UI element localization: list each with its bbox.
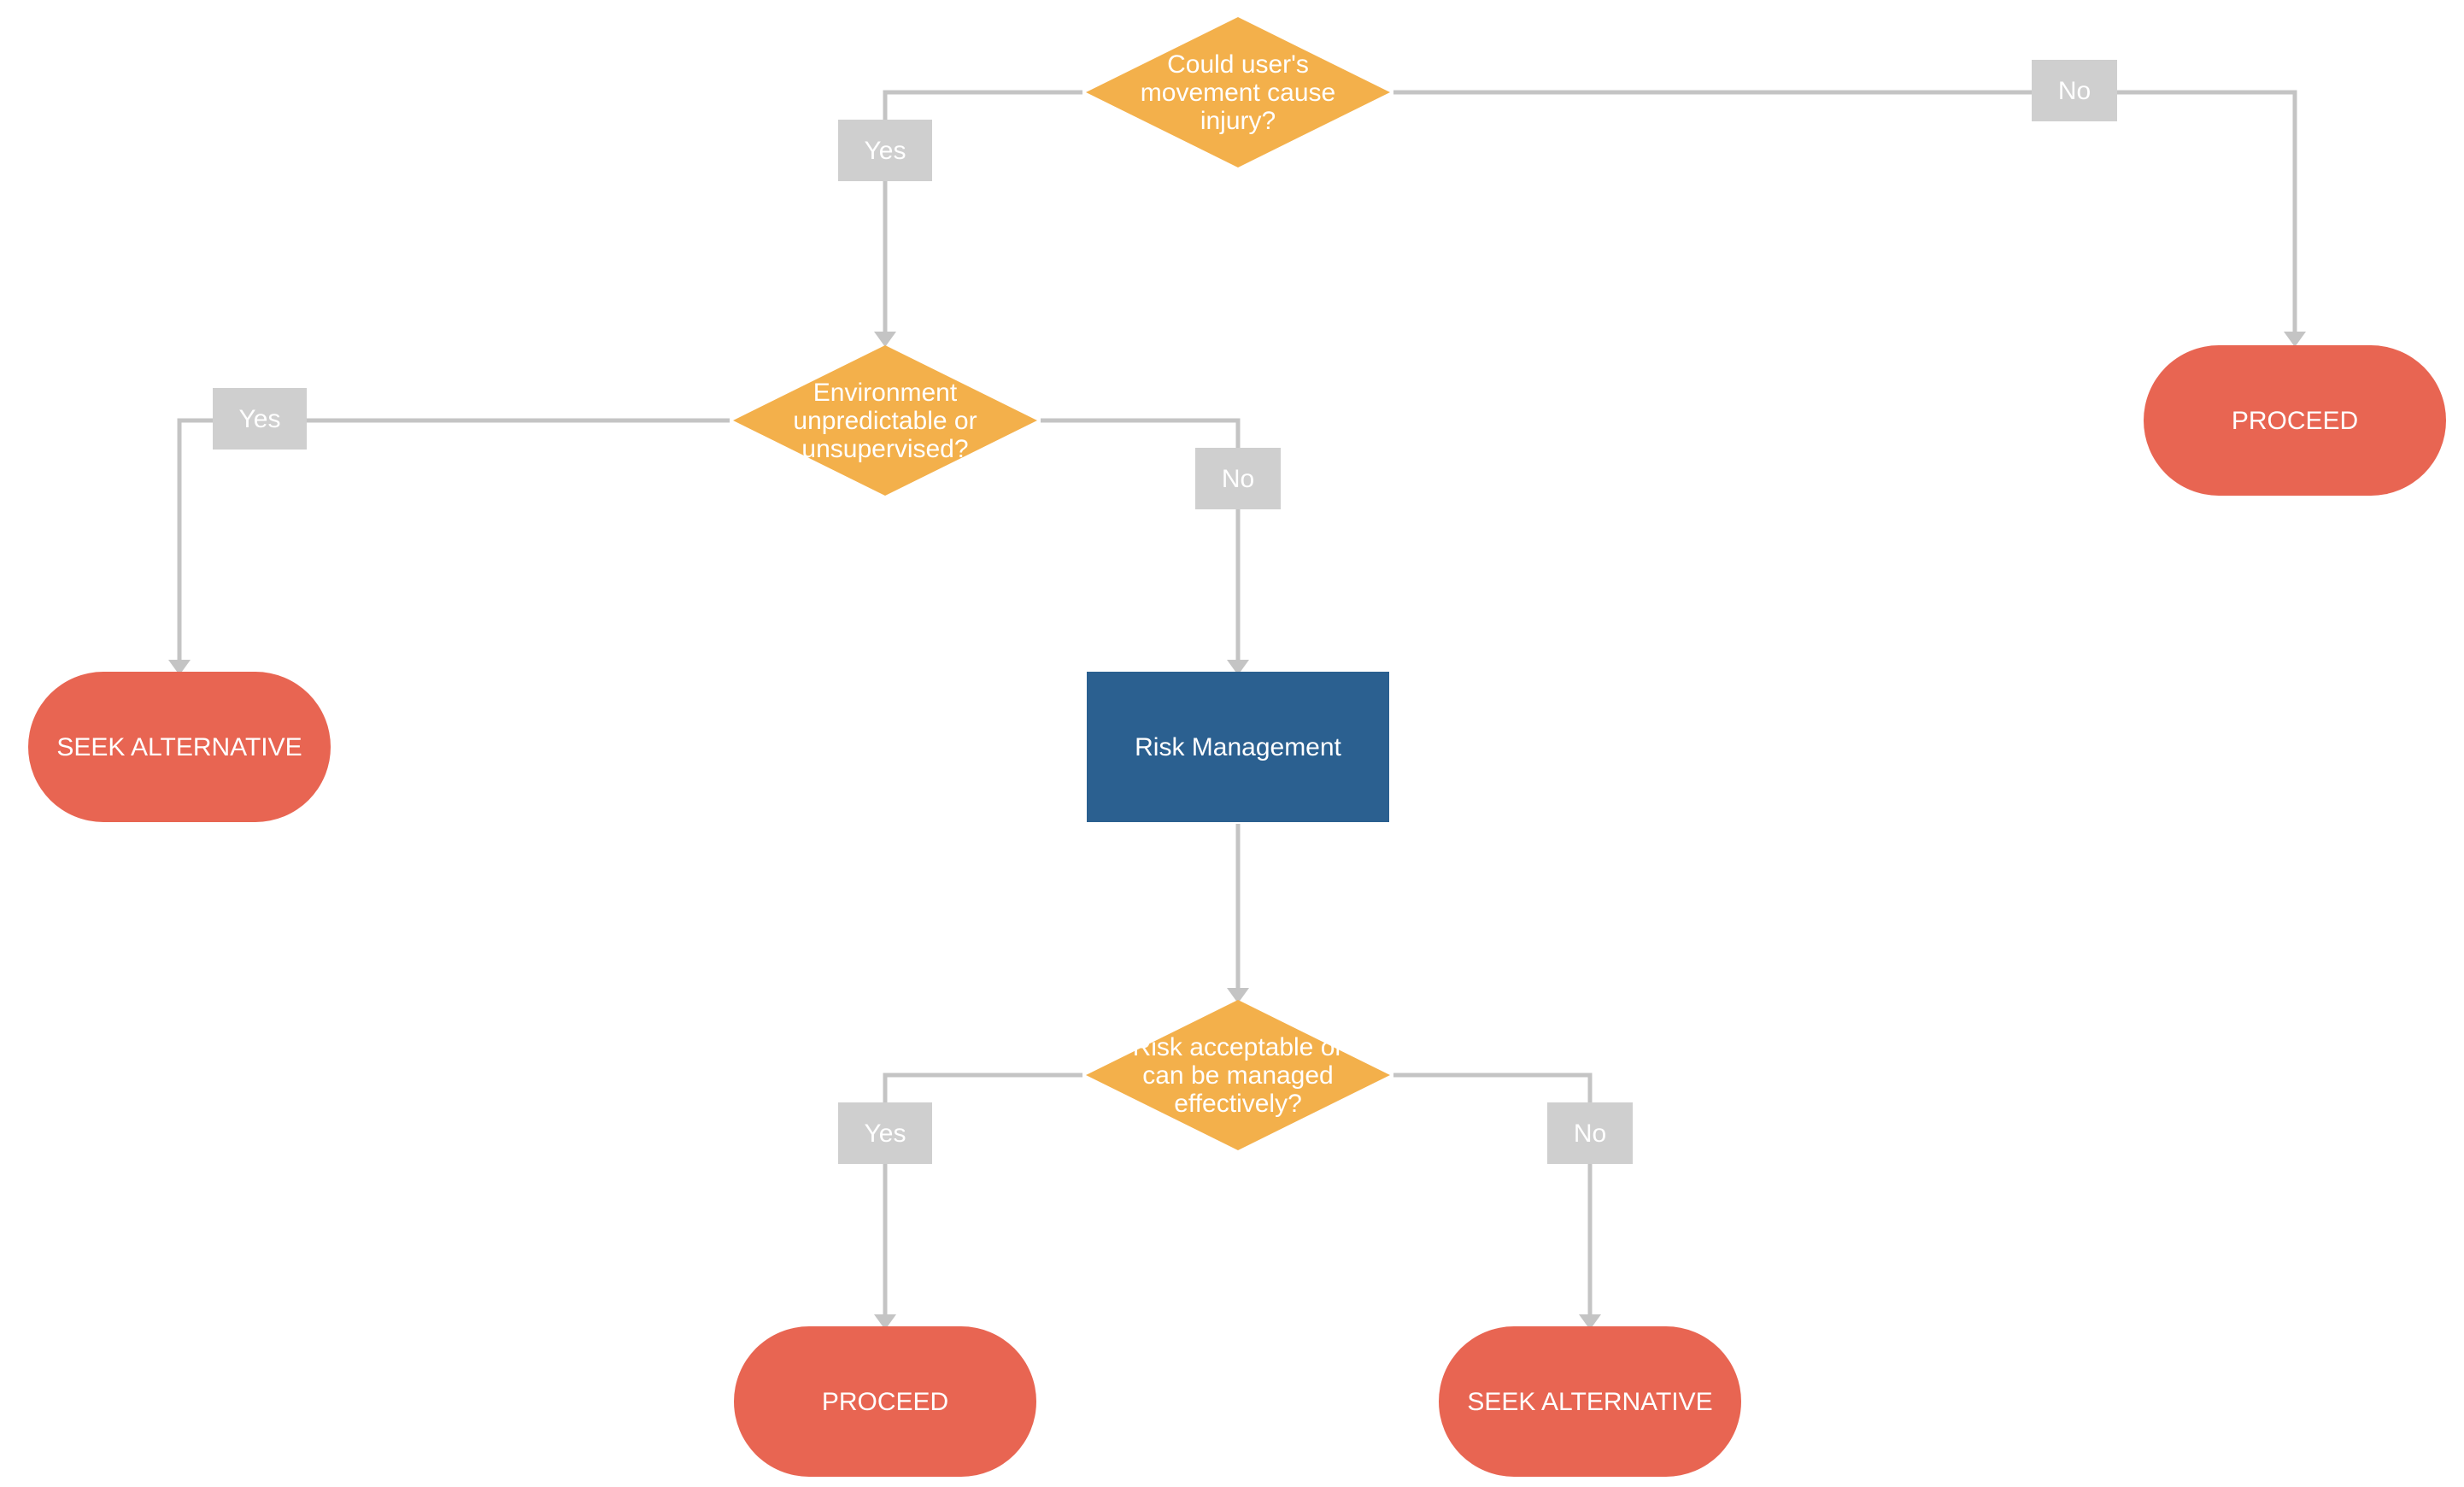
arrowhead xyxy=(874,332,896,347)
edge-label-text: Yes xyxy=(239,405,281,433)
connectors xyxy=(168,90,2306,1330)
connector-q_injury-to-proceed_top xyxy=(1393,90,2297,342)
edge-label-text: No xyxy=(1222,465,1254,493)
edge-label-background xyxy=(838,120,932,181)
node-risk-management: Risk Management xyxy=(1087,672,1389,822)
decision-text-line: unpredictable or xyxy=(793,407,977,435)
decision-text-line: unsupervised? xyxy=(801,435,968,463)
terminal-label: PROCEED xyxy=(2232,407,2358,435)
edge-label-background xyxy=(838,1102,932,1164)
edge-label-background xyxy=(2032,60,2117,121)
node-seek-alt-bottom: SEEK ALTERNATIVE xyxy=(1439,1326,1741,1477)
decision-text-line: Environment xyxy=(813,379,958,407)
arrowhead xyxy=(1227,660,1249,675)
node-proceed-bottom: PROCEED xyxy=(734,1326,1036,1477)
arrowhead xyxy=(168,660,191,675)
edge-label: No xyxy=(1547,1102,1633,1164)
decision-text-line: injury? xyxy=(1200,107,1276,135)
edge-label-text: Yes xyxy=(865,137,906,165)
edge-label: Yes xyxy=(213,388,307,450)
node-proceed-top: PROCEED xyxy=(2144,345,2446,496)
decision-text-line: Risk acceptable or xyxy=(1133,1033,1344,1061)
terminal-label: PROCEED xyxy=(822,1388,948,1416)
edge-label-text: Yes xyxy=(865,1120,906,1148)
connector-q_injury-to-q_environment xyxy=(883,90,1082,342)
edge-label-background xyxy=(1195,448,1281,509)
arrowhead xyxy=(1579,1314,1601,1330)
edge-label: No xyxy=(2032,60,2117,121)
terminal-label: SEEK ALTERNATIVE xyxy=(1467,1388,1712,1416)
connector-q_risk-to-seek_alt_bottom xyxy=(1393,1073,1593,1325)
process-box xyxy=(1087,672,1389,822)
decision-diamond xyxy=(1086,1000,1390,1150)
node-seek-alt-left: SEEK ALTERNATIVE xyxy=(28,672,331,822)
edge-label-text: No xyxy=(1574,1120,1606,1148)
terminal-shape xyxy=(2144,345,2446,496)
decision-text-line: can be managed xyxy=(1142,1061,1334,1090)
terminal-label: SEEK ALTERNATIVE xyxy=(56,733,302,761)
edge-label-background xyxy=(213,388,307,450)
decision-text-line: Could user's xyxy=(1167,50,1309,79)
arrowhead xyxy=(874,1314,896,1330)
terminal-shape xyxy=(734,1326,1036,1477)
decision-text-line: movement cause xyxy=(1141,79,1335,107)
edge-label: No xyxy=(1195,448,1281,509)
decision-text-line: effectively? xyxy=(1174,1090,1302,1118)
edge-label: Yes xyxy=(838,120,932,181)
terminal-shape xyxy=(28,672,331,822)
connector-q_environment-to-risk_management xyxy=(1041,418,1241,670)
edge-label-background xyxy=(1547,1102,1633,1164)
edge-label-text: No xyxy=(2058,77,2091,105)
decision-diamond xyxy=(733,345,1037,496)
connector-q_risk-to-proceed_bottom xyxy=(883,1073,1082,1325)
connector-q_environment-to-seek_alt_left xyxy=(177,418,730,670)
terminal-shape xyxy=(1439,1326,1741,1477)
arrowhead xyxy=(2284,332,2306,347)
arrowhead xyxy=(1227,988,1249,1003)
process-label: Risk Management xyxy=(1135,733,1341,761)
edge-label: Yes xyxy=(838,1102,932,1164)
decision-diamond xyxy=(1086,17,1390,168)
